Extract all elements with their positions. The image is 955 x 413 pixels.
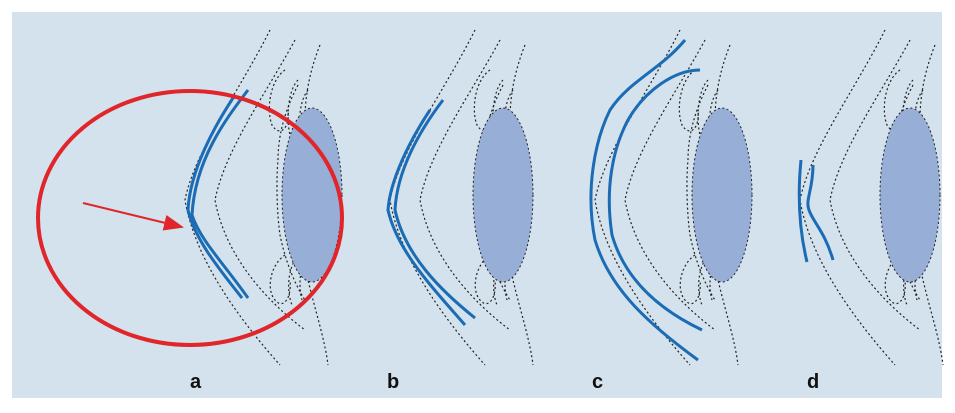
panel-b-diagram xyxy=(388,30,533,365)
panel-d-diagram xyxy=(799,30,943,365)
panel-label-d: d xyxy=(807,372,819,392)
highlight-arrow xyxy=(83,203,182,227)
panel-label-c: c xyxy=(592,372,603,392)
panel-c-diagram xyxy=(591,30,752,365)
panel-label-b: b xyxy=(387,372,399,392)
panel-label-a: a xyxy=(190,372,201,392)
panel-a-diagram xyxy=(185,30,342,365)
